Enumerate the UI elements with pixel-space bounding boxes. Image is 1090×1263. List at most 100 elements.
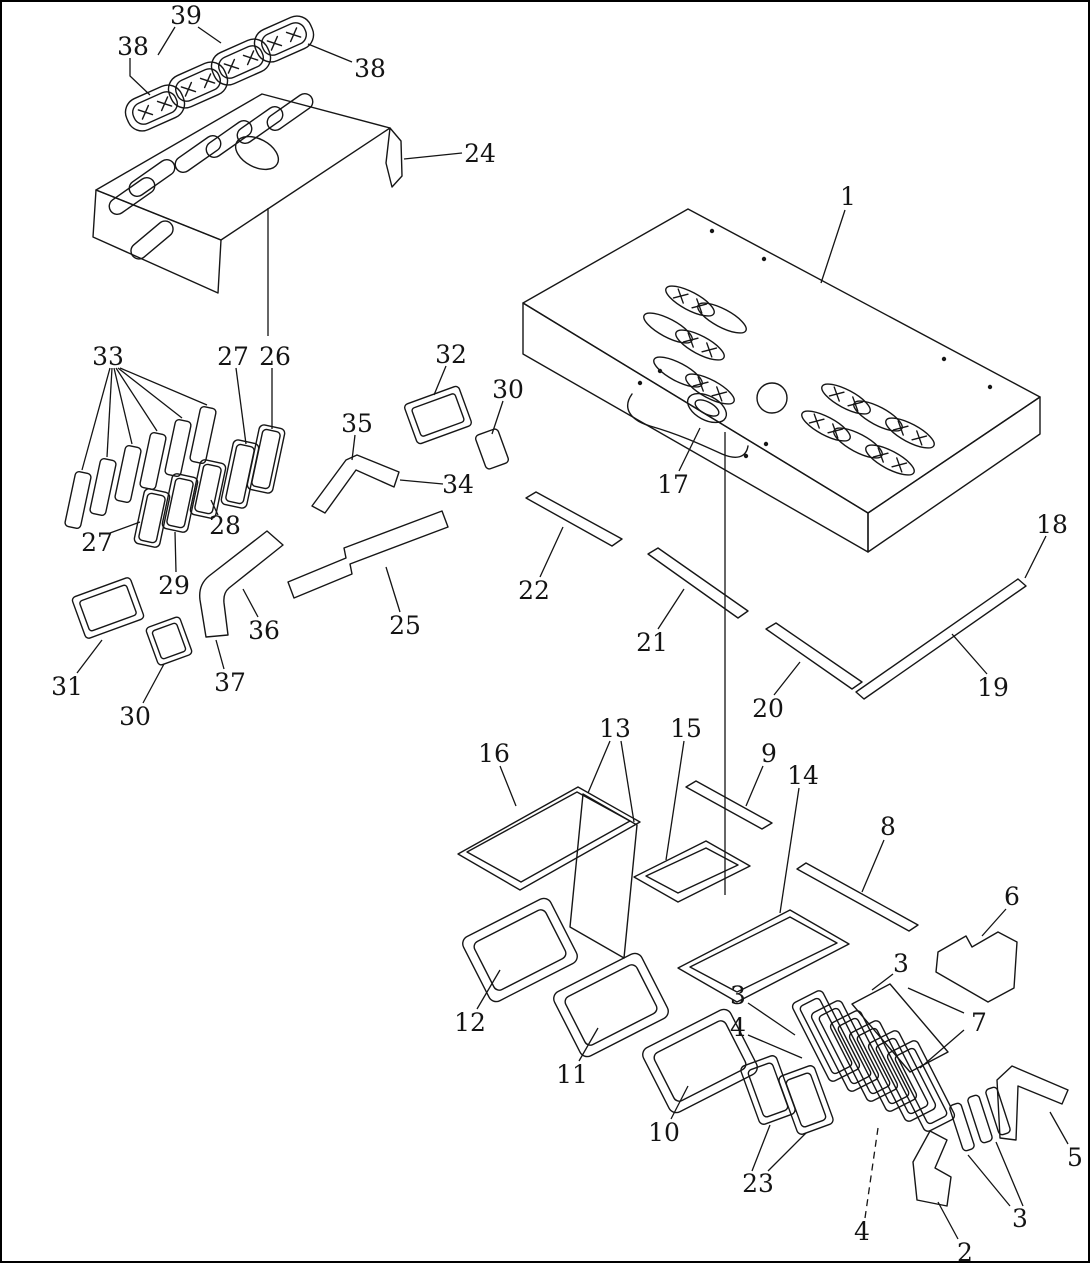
leader-line-part-5 bbox=[1049, 1111, 1069, 1145]
part-number-22: 22 bbox=[518, 576, 550, 605]
part-3-louvers bbox=[949, 1086, 1011, 1152]
part-number-3: 3 bbox=[730, 981, 746, 1010]
part-number-25: 25 bbox=[389, 611, 421, 640]
part-number-3: 3 bbox=[893, 949, 909, 978]
part-number-17: 17 bbox=[657, 470, 689, 499]
leader-line-part-33 bbox=[81, 367, 111, 471]
pad-29 bbox=[161, 473, 199, 533]
part-number-38: 38 bbox=[354, 54, 386, 83]
pad-26 bbox=[246, 424, 286, 494]
leader-line-part-12 bbox=[476, 969, 501, 1010]
leader-line-part-8 bbox=[861, 839, 885, 893]
cover-top-face bbox=[522, 208, 1041, 514]
part-number-34: 34 bbox=[442, 470, 474, 499]
leader-line-part-3 bbox=[871, 973, 894, 991]
leader-line-part-10 bbox=[670, 1085, 689, 1120]
part-24-side-cover bbox=[92, 92, 403, 294]
part-12-frame bbox=[462, 897, 578, 1003]
leader-line-part-39 bbox=[157, 26, 176, 56]
part-number-9: 9 bbox=[761, 739, 777, 768]
cover-front-face bbox=[522, 302, 869, 553]
leader-line-part-27 bbox=[109, 521, 141, 534]
part-number-32: 32 bbox=[435, 340, 467, 369]
part-number-30: 30 bbox=[119, 702, 151, 731]
vent-cap-39-a bbox=[167, 61, 229, 109]
part-8-strip bbox=[796, 862, 919, 932]
hole-24 bbox=[234, 135, 280, 171]
part-number-28: 28 bbox=[209, 511, 241, 540]
leader-line-part-6 bbox=[981, 908, 1007, 937]
part-number-39: 39 bbox=[170, 1, 202, 30]
vent-cap-38-b bbox=[253, 15, 315, 63]
part-number-15: 15 bbox=[670, 714, 702, 743]
part-number-11: 11 bbox=[556, 1060, 588, 1089]
parts-3-4-stack bbox=[791, 983, 956, 1132]
leader-line-part-29 bbox=[174, 531, 177, 573]
part-30-frame-lower bbox=[145, 616, 193, 666]
leader-line-part-33 bbox=[117, 367, 183, 419]
leader-line-part-32 bbox=[433, 365, 447, 396]
part-number-27: 27 bbox=[217, 342, 249, 371]
part-25-strip bbox=[287, 510, 449, 599]
part-21-strip bbox=[647, 547, 749, 619]
leader-line-part-18 bbox=[1024, 535, 1047, 579]
part-19-strip bbox=[855, 578, 1027, 700]
vent-cap-39-b bbox=[210, 38, 272, 86]
part-number-1: 1 bbox=[840, 182, 856, 211]
part-number-3: 3 bbox=[1012, 1204, 1028, 1233]
part-6-plate bbox=[935, 931, 1018, 1003]
part-number-24: 24 bbox=[464, 139, 496, 168]
part-number-30: 30 bbox=[492, 375, 524, 404]
handle-17 bbox=[627, 392, 749, 458]
part-number-20: 20 bbox=[752, 694, 784, 723]
leader-line-part-35 bbox=[351, 434, 356, 461]
leader-line-part-38 bbox=[129, 58, 151, 96]
leader-line-part-7 bbox=[919, 1029, 965, 1069]
part-number-29: 29 bbox=[158, 571, 190, 600]
part-10-frame bbox=[642, 1008, 758, 1114]
part-2-plate bbox=[912, 1130, 952, 1207]
part-number-36: 36 bbox=[248, 616, 280, 645]
cover-right-face bbox=[867, 396, 1041, 553]
part-number-18: 18 bbox=[1036, 510, 1068, 539]
leader-line-part-13 bbox=[620, 740, 635, 823]
leader-line-part-16 bbox=[499, 765, 517, 807]
leader-line-part-33 bbox=[113, 367, 133, 445]
leader-line-part-20 bbox=[773, 661, 801, 696]
leader-line-part-34 bbox=[399, 479, 444, 485]
part-35-bracket bbox=[311, 454, 400, 514]
part-number-6: 6 bbox=[1004, 882, 1020, 911]
part-number-7: 7 bbox=[971, 1008, 987, 1037]
part-number-4: 4 bbox=[854, 1217, 870, 1246]
part-number-37: 37 bbox=[214, 668, 246, 697]
part-1-main-cover bbox=[522, 208, 1041, 553]
leader-line-part-33 bbox=[106, 367, 113, 458]
leader-line-part-33 bbox=[115, 367, 158, 432]
part-number-21: 21 bbox=[636, 628, 668, 657]
part-number-38: 38 bbox=[117, 32, 149, 61]
leader-line-part-27 bbox=[235, 367, 247, 445]
part-number-10: 10 bbox=[648, 1118, 680, 1147]
leader-line-part-23 bbox=[751, 1124, 771, 1172]
part-3-sheet bbox=[851, 983, 949, 1073]
leader-line-part-1 bbox=[820, 209, 846, 284]
leader-line-part-31 bbox=[76, 639, 103, 674]
part-number-4: 4 bbox=[730, 1013, 746, 1042]
construction-line-layer bbox=[267, 208, 726, 895]
leader-line-part-28 bbox=[210, 499, 219, 516]
leader-line-part-13 bbox=[587, 740, 611, 794]
leader-line-part-39 bbox=[197, 26, 222, 44]
part-number-31: 31 bbox=[51, 672, 83, 701]
part-16-panel bbox=[457, 786, 641, 891]
leader-line-part-24 bbox=[403, 152, 463, 160]
part-number-33: 33 bbox=[92, 342, 124, 371]
part-number-8: 8 bbox=[880, 812, 896, 841]
vent-slots-lower bbox=[801, 383, 935, 476]
leader-line-part-7 bbox=[907, 987, 965, 1014]
leader-line-part-17 bbox=[678, 427, 701, 472]
part-number-26: 26 bbox=[259, 342, 291, 371]
leader-line-part-15 bbox=[665, 740, 685, 861]
